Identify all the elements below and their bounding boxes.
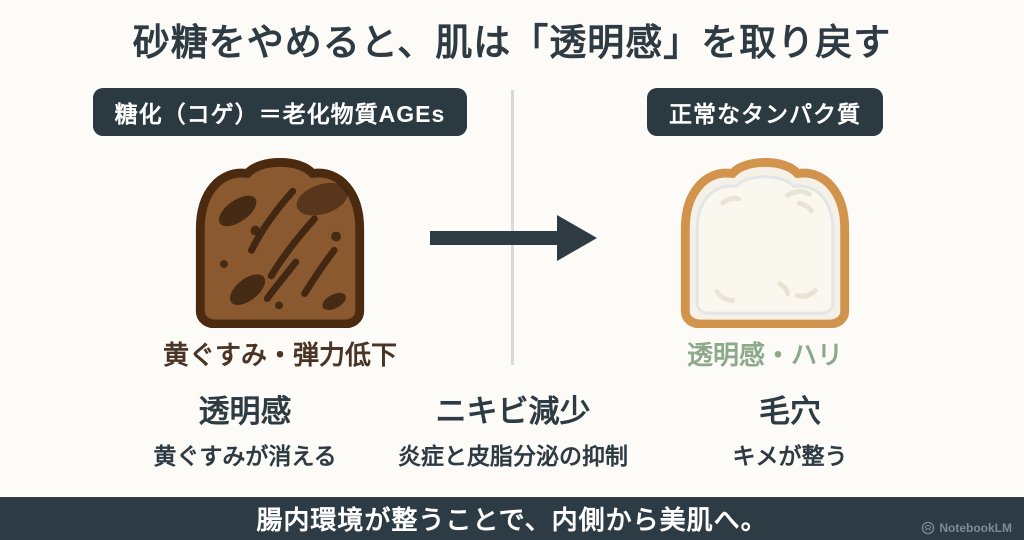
notebooklm-icon <box>922 521 935 535</box>
right-badge: 正常なタンパク質 <box>647 88 883 136</box>
footer-message: 腸内環境が整うことで、内側から美肌へ。 <box>256 505 768 535</box>
benefit-clarity: 透明感 黄ぐすみが消える <box>95 386 395 471</box>
right-caption: 透明感・ハリ <box>686 340 843 370</box>
left-caption: 黄ぐすみ・弾力低下 <box>162 340 397 370</box>
vertical-divider <box>511 90 514 365</box>
left-panel: 糖化（コゲ）＝老化物質AGEs <box>80 88 480 372</box>
burnt-toast-icon <box>80 146 480 333</box>
page-title: 砂糖をやめると、肌は「透明感」を取り戻す <box>132 22 892 63</box>
white-toast-icon <box>565 146 965 333</box>
benefit-title: 毛穴 <box>759 394 821 429</box>
benefit-title: ニキビ減少 <box>435 394 591 429</box>
benefit-pores: 毛穴 キメが整う <box>640 386 940 471</box>
right-arrow-icon <box>428 212 600 264</box>
watermark: NotebookLM <box>921 521 1012 535</box>
left-badge: 糖化（コゲ）＝老化物質AGEs <box>92 88 468 136</box>
benefit-subtitle: 黄ぐすみが消える <box>153 443 337 469</box>
right-panel: 正常なタンパク質 透明感・ハリ <box>565 88 965 372</box>
benefit-title: 透明感 <box>198 394 292 429</box>
benefit-acne: ニキビ減少 炎症と皮脂分泌の抑制 <box>363 386 663 471</box>
footer-bar: 腸内環境が整うことで、内側から美肌へ。 <box>0 497 1024 540</box>
benefit-subtitle: 炎症と皮脂分泌の抑制 <box>398 443 628 469</box>
watermark-label: NotebookLM <box>939 521 1012 535</box>
benefit-subtitle: キメが整う <box>732 443 848 469</box>
